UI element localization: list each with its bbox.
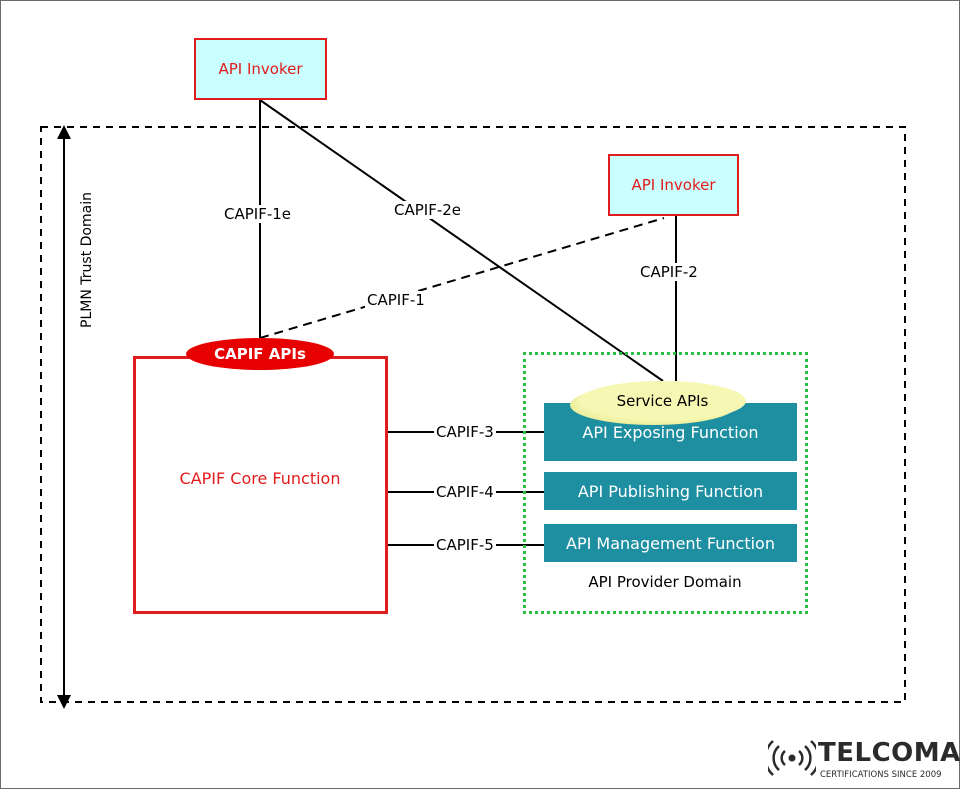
capif-2e-line xyxy=(259,99,664,382)
api-publishing-function: API Publishing Function xyxy=(544,472,797,510)
capif-3-label: CAPIF-3 xyxy=(434,423,496,441)
signal-icon xyxy=(768,740,816,776)
capif-1-line xyxy=(259,217,665,339)
telcoma-logo: TELCOMA CERTIFICATIONS SINCE 2009 xyxy=(768,738,960,786)
plmn-trust-domain-border xyxy=(40,126,906,703)
capif-1-label: CAPIF-1 xyxy=(365,291,427,309)
service-apis-ellipse: Service APIs xyxy=(579,381,746,421)
capif-apis-ellipse: CAPIF APIs xyxy=(186,338,334,370)
capif-5-label: CAPIF-5 xyxy=(434,536,496,554)
api-invoker-internal: API Invoker xyxy=(608,154,739,216)
plmn-trust-domain-label: PLMN Trust Domain xyxy=(79,192,95,328)
capif-2e-label: CAPIF-2e xyxy=(392,201,464,219)
api-management-function: API Management Function xyxy=(544,524,797,562)
logo-tagline: CERTIFICATIONS SINCE 2009 xyxy=(820,770,942,780)
capif-4-label: CAPIF-4 xyxy=(434,483,496,501)
api-provider-domain-box xyxy=(523,352,808,614)
capif-1e-label: CAPIF-1e xyxy=(222,205,294,223)
capif-2-label: CAPIF-2 xyxy=(638,263,700,281)
capif-core-function-label: CAPIF Core Function xyxy=(179,469,341,488)
api-invoker-external: API Invoker xyxy=(194,38,327,100)
logo-name: TELCOMA xyxy=(818,738,960,768)
api-provider-domain-label: API Provider Domain xyxy=(588,573,742,591)
